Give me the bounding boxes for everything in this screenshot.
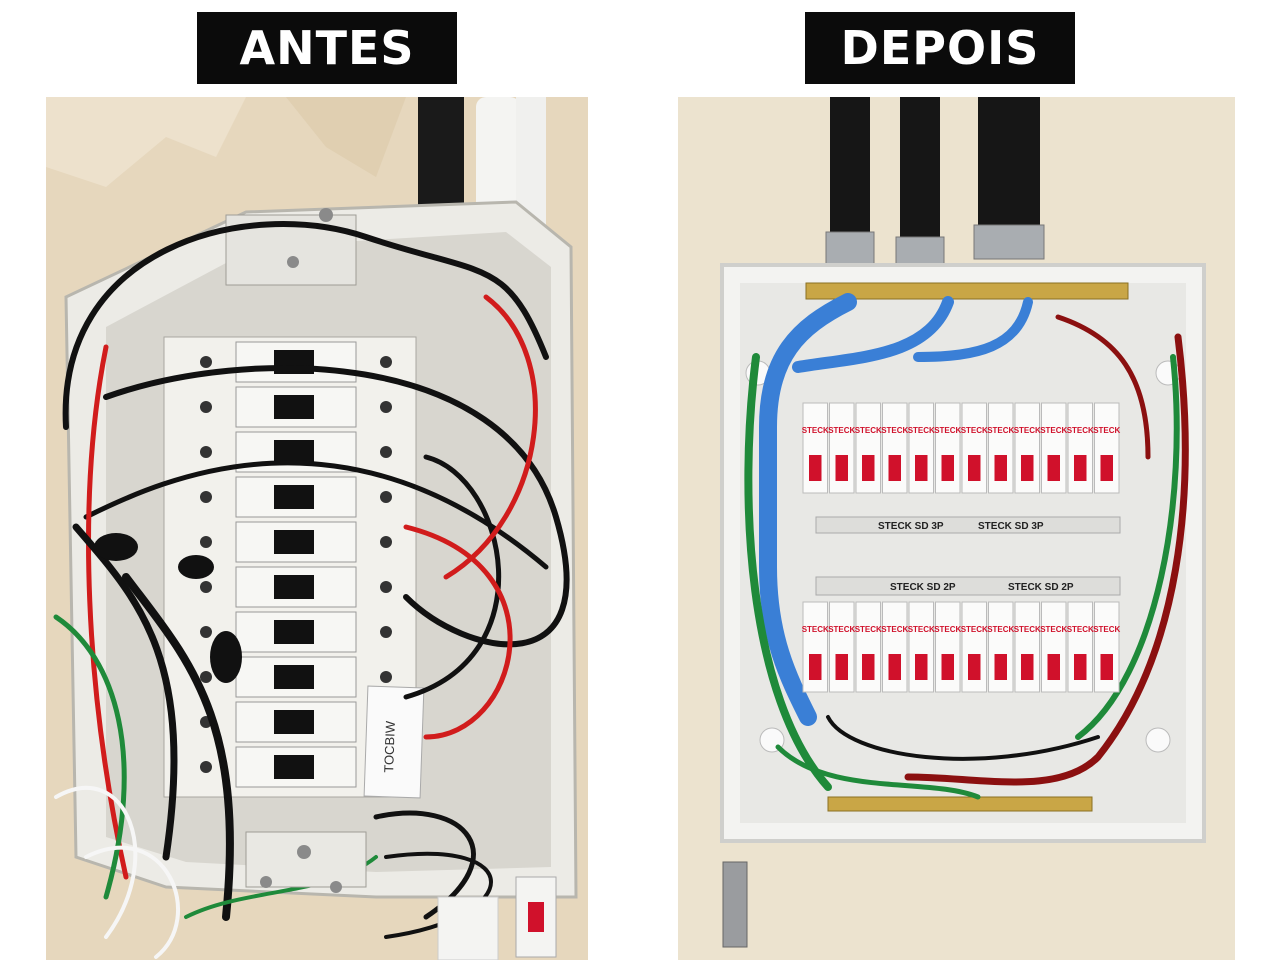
breaker-brand-text: STECK	[1067, 625, 1094, 634]
breaker-brand-text: STECK	[855, 426, 882, 435]
after-breaker: STECK	[1093, 601, 1121, 693]
after-breaker: STECK	[1040, 402, 1068, 494]
after-breaker: STECK	[908, 601, 935, 693]
after-breaker: STECK	[1014, 601, 1041, 693]
breaker-brand-text: STECK	[881, 426, 908, 435]
breaker-brand-text: STECK	[802, 426, 829, 435]
breaker-brand-text: STECK	[855, 625, 882, 634]
breaker-brand-text: STECK	[802, 625, 829, 634]
after-breaker: STECK	[1014, 402, 1041, 494]
breaker-brand-text: STECK	[828, 625, 855, 634]
breaker-brand-text: STECK	[908, 625, 935, 634]
after-breaker: STECK	[881, 601, 909, 693]
before-photo: TOCBIW	[46, 97, 588, 960]
breaker-brand-text: STECK	[828, 426, 855, 435]
breaker-brand-text: STECK	[1014, 625, 1041, 634]
after-label: DEPOIS	[805, 12, 1075, 84]
before-breaker	[200, 521, 392, 563]
handwritten-tag: TOCBIW	[381, 720, 398, 773]
breaker-brand-text: STECK	[1040, 625, 1067, 634]
after-breaker: STECK	[987, 601, 1015, 693]
after-breaker: STECK	[961, 402, 988, 494]
after-breaker: STECK	[855, 601, 882, 693]
before-breaker	[200, 476, 392, 518]
top-rail-text-2: STECK SD 3P	[978, 521, 1044, 532]
breaker-brand-text: STECK	[987, 426, 1014, 435]
after-photo: STECK SD 3P STECK SD 3P STECK SD 2P STEC…	[678, 97, 1235, 960]
before-breaker	[200, 746, 392, 788]
after-breaker: STECK	[934, 601, 962, 693]
after-breaker: STECK	[881, 402, 909, 494]
breaker-brand-text: STECK	[1014, 426, 1041, 435]
breaker-brand-text: STECK	[934, 625, 961, 634]
breaker-brand-text: STECK	[1093, 426, 1120, 435]
before-breaker	[200, 701, 392, 743]
after-breaker: STECK	[1067, 601, 1094, 693]
after-breaker: STECK	[1040, 601, 1068, 693]
after-breaker: STECK	[1067, 402, 1094, 494]
before-breaker	[200, 386, 392, 428]
before-label: ANTES	[197, 12, 457, 84]
after-breaker: STECK	[802, 402, 829, 494]
after-breaker: STECK	[828, 402, 856, 494]
breaker-brand-text: STECK	[881, 625, 908, 634]
breaker-brand-text: STECK	[987, 625, 1014, 634]
before-breakers	[200, 341, 392, 788]
breaker-brand-text: STECK	[1040, 426, 1067, 435]
after-breaker: STECK	[987, 402, 1015, 494]
messy-panel-illustration: TOCBIW	[46, 97, 588, 960]
organized-panel-illustration: STECK SD 3P STECK SD 3P STECK SD 2P STEC…	[678, 97, 1235, 960]
breaker-brand-text: STECK	[908, 426, 935, 435]
middle-rail-text-1: STECK SD 2P	[890, 582, 956, 593]
middle-rail-text-2: STECK SD 2P	[1008, 582, 1074, 593]
after-breaker: STECK	[908, 402, 935, 494]
after-breaker: STECK	[828, 601, 856, 693]
breaker-brand-text: STECK	[961, 625, 988, 634]
before-breaker	[200, 656, 392, 698]
breaker-brand-text: STECK	[934, 426, 961, 435]
after-breaker: STECK	[1093, 402, 1121, 494]
before-breaker	[200, 611, 392, 653]
after-breaker: STECK	[855, 402, 882, 494]
after-breaker: STECK	[934, 402, 962, 494]
after-breaker: STECK	[961, 601, 988, 693]
after-breaker: STECK	[802, 601, 829, 693]
top-rail-text-1: STECK SD 3P	[878, 521, 944, 532]
before-breaker	[200, 566, 392, 608]
breaker-brand-text: STECK	[1093, 625, 1120, 634]
breaker-brand-text: STECK	[1067, 426, 1094, 435]
before-breaker	[200, 341, 392, 383]
breaker-brand-text: STECK	[961, 426, 988, 435]
